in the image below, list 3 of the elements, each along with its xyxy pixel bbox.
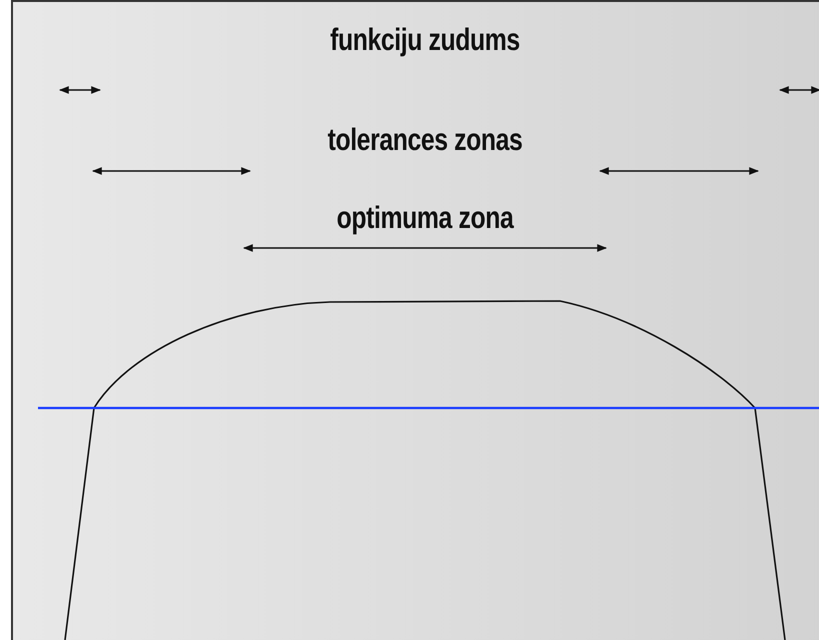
zone-label: funkciju zudums — [330, 22, 520, 58]
zone-label: tolerances zonas — [328, 122, 522, 158]
zone-label: optimuma zona — [336, 200, 514, 236]
